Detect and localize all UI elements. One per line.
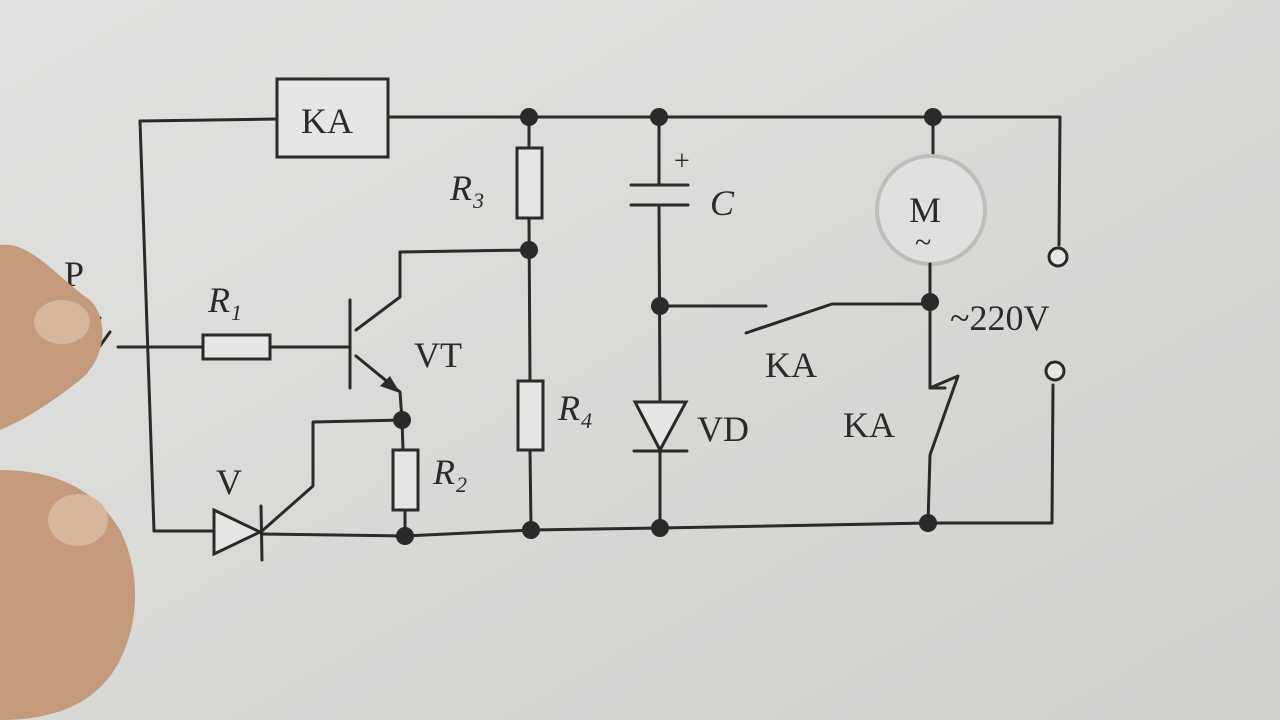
relay-coil-label: KA <box>301 101 353 141</box>
top-wire-left <box>138 117 279 123</box>
left-wire <box>138 119 156 533</box>
emitter-wire <box>354 354 404 422</box>
r1-label: R1 <box>207 280 242 325</box>
junction-dot <box>651 519 669 537</box>
junction-dot <box>520 241 538 259</box>
collector-wire <box>354 248 531 332</box>
junction-dot <box>520 108 538 126</box>
r4-bottom-wire <box>528 448 533 530</box>
r3-label: R3 <box>449 168 484 213</box>
capacitor-plus-sign: + <box>674 146 690 177</box>
junction-dot <box>650 108 668 126</box>
junction-dot <box>924 108 942 126</box>
thyristor-label: V <box>216 462 242 502</box>
resistor-r2 <box>391 448 420 512</box>
motor-ac-symbol: ~ <box>915 226 931 259</box>
junction-dot <box>393 411 411 429</box>
junction-dot <box>522 521 540 539</box>
diode-vd <box>632 400 689 454</box>
middle-fingernail <box>48 494 108 546</box>
motor-label: M <box>909 190 941 230</box>
diode-vd-label: VD <box>697 409 749 449</box>
terminal-top <box>1047 246 1069 268</box>
ka-contact-2-label: KA <box>843 405 895 445</box>
ka-contact-2 <box>926 374 960 525</box>
capacitor-label: C <box>710 183 735 223</box>
terminal-bottom <box>1044 360 1066 382</box>
gate-wire <box>260 418 404 533</box>
thyristor-v <box>212 507 264 557</box>
voltage-label: ~220V <box>950 298 1049 338</box>
r2-label: R2 <box>432 452 467 497</box>
resistor-r1 <box>201 333 272 361</box>
hand <box>0 244 135 720</box>
emitter-arrow <box>380 376 400 393</box>
r4-label: R4 <box>557 388 592 433</box>
resistor-r3 <box>515 146 544 220</box>
junction-dot <box>651 297 669 315</box>
resistor-r4 <box>516 379 545 452</box>
top-wire-right <box>387 115 1062 247</box>
transistor-label: VT <box>414 335 462 375</box>
junction-dot <box>921 293 939 311</box>
junction-dot <box>396 527 414 545</box>
junction-dot <box>919 514 937 532</box>
relay-coil-ka <box>275 77 390 159</box>
index-fingernail <box>34 300 90 344</box>
ka-contact-1 <box>744 302 932 335</box>
ka-contact-1-label: KA <box>765 345 817 385</box>
